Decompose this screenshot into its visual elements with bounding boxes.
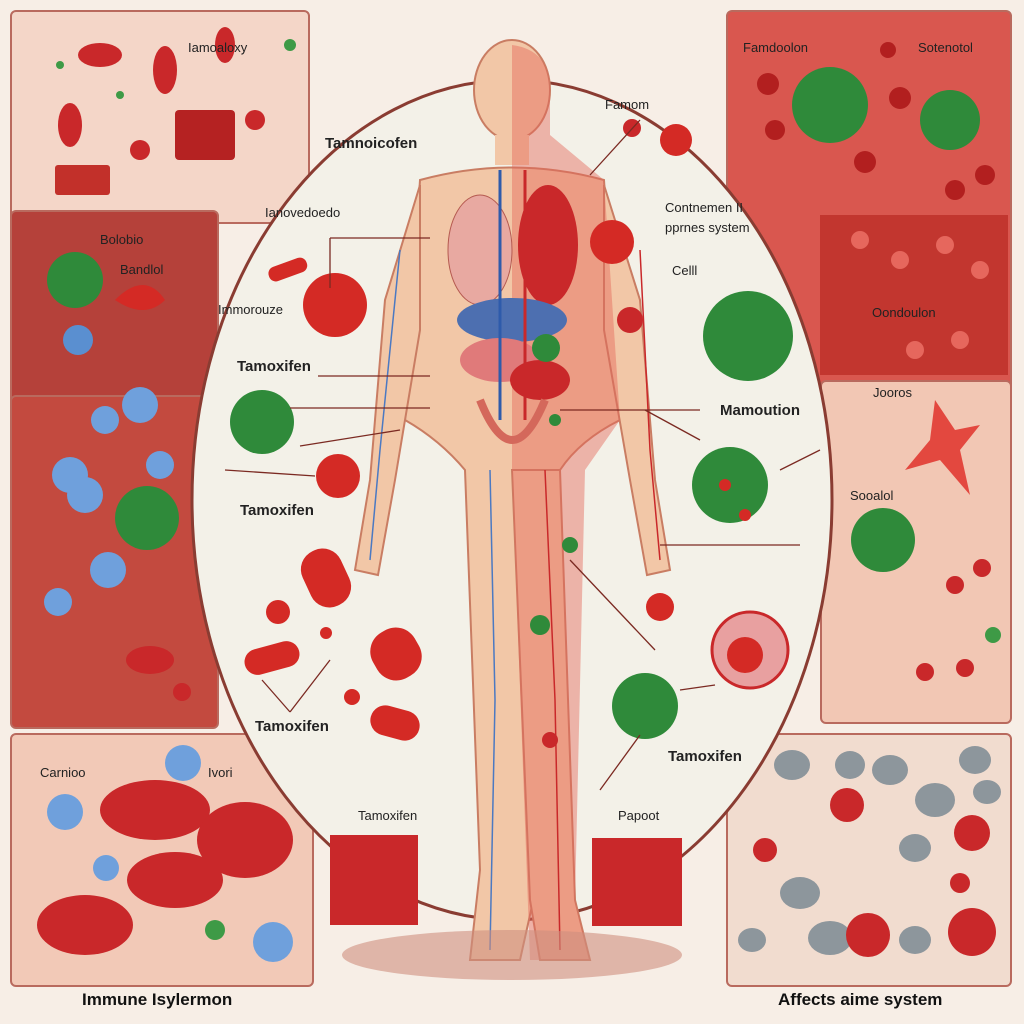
- label-center-r7: Papoot: [618, 808, 660, 823]
- label-center-l3: Immorouze: [218, 302, 284, 317]
- label-center-r3: pprnes system: [665, 220, 750, 235]
- right-bottom-cells: [738, 746, 1001, 957]
- label-center-l7: Tamoxifen: [358, 808, 418, 823]
- label-left-top-a: Iamoaloxy: [188, 40, 248, 55]
- label-right-mid-b: Jooros: [873, 385, 913, 400]
- base-shadow: [342, 930, 682, 980]
- label-right-mid-c: Sooalol: [850, 488, 894, 503]
- right-middle-cells: [851, 400, 1001, 681]
- label-right-top-a: Famdoolon: [743, 40, 809, 55]
- caption-right: Affects aime system: [778, 990, 943, 1009]
- label-left-bottom-b: Ivori: [208, 765, 233, 780]
- label-center-r1: Famom: [605, 97, 650, 112]
- left-lower-cells: [44, 387, 191, 701]
- label-left-mid-a: Bolobio: [100, 232, 144, 247]
- connector-lines: [224, 119, 821, 791]
- center-left-cells: [230, 257, 422, 925]
- left-top-cells: [55, 27, 296, 195]
- label-right-top-b: Sotenotol: [918, 40, 973, 55]
- panel-right-middle: [820, 380, 1012, 724]
- label-left-mid-b: Bandlol: [120, 262, 164, 277]
- label-center-l1: Tamnoicofen: [325, 135, 418, 152]
- left-middle-cells: [47, 252, 165, 355]
- label-center-l5: Tamoxifen: [240, 502, 314, 519]
- label-center-r5: Mamoution: [720, 402, 800, 419]
- right-cube: [592, 838, 682, 926]
- caption-left: Immune Isylermon: [82, 990, 233, 1009]
- label-center-l2: Ianovedoedo: [265, 205, 341, 220]
- label-right-mid-a: Oondoulon: [872, 305, 936, 320]
- label-center-l4: Tamoxifen: [237, 358, 311, 375]
- label-center-r2: Contnemen II: [665, 200, 744, 215]
- left-cube: [330, 835, 418, 925]
- label-center-l6: Tamoxifen: [255, 718, 329, 735]
- label-left-bottom-a: Carnioo: [40, 765, 86, 780]
- left-bottom-cells: [37, 745, 293, 962]
- center-right-cells: [590, 124, 793, 926]
- label-center-r4: Celll: [672, 263, 698, 278]
- right-top-cells: [757, 42, 1008, 375]
- panel-left-middle: [10, 210, 219, 414]
- human-body: [353, 39, 672, 961]
- label-center-r6: Tamoxifen: [668, 748, 742, 765]
